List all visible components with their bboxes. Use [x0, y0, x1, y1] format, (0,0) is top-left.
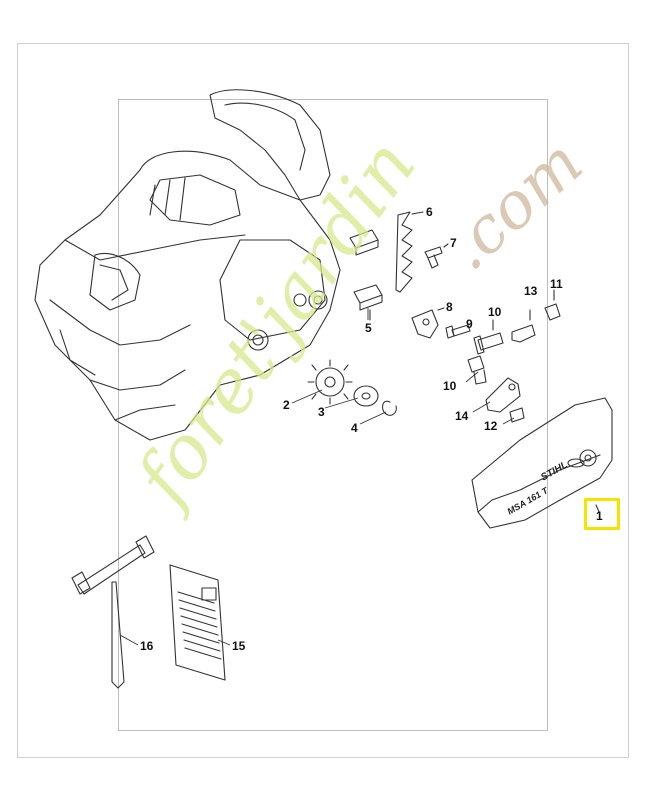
part-10a-shape	[477, 332, 504, 351]
part-5b-shape	[353, 284, 383, 304]
callout-5[interactable]: 5	[365, 321, 372, 335]
part-5a-shape	[349, 229, 379, 249]
part-11-shape	[544, 303, 561, 321]
callout-1[interactable]: 1	[596, 509, 603, 523]
callout-1-highlight	[584, 498, 620, 530]
outer-frame	[17, 43, 629, 758]
part-12-shape	[509, 407, 525, 423]
callout-14[interactable]: 14	[455, 409, 469, 423]
part-4-shape	[381, 400, 397, 416]
part-2-shape	[307, 359, 353, 405]
callout-10-lower[interactable]: 10	[443, 379, 457, 393]
part-3-shape	[353, 385, 379, 407]
chainsaw-body	[34, 89, 341, 441]
callout-12[interactable]: 12	[484, 419, 498, 433]
part-10b-shape	[467, 355, 485, 373]
part-14-shape	[485, 377, 521, 413]
callout-16[interactable]: 16	[140, 639, 154, 653]
part-16-shape	[71, 535, 155, 689]
callout-11[interactable]: 11	[550, 277, 563, 291]
callout-3[interactable]: 3	[318, 405, 325, 419]
part-15-shape	[169, 564, 226, 681]
callout-8[interactable]: 8	[446, 300, 453, 314]
callout-2[interactable]: 2	[283, 398, 290, 412]
callout-7[interactable]: 7	[450, 236, 457, 250]
part-6-shape	[395, 211, 413, 293]
callout-6[interactable]: 6	[426, 205, 433, 219]
callout-9[interactable]: 9	[466, 317, 473, 331]
part-1-shape	[471, 397, 613, 529]
inner-frame	[118, 99, 548, 731]
callout-10-upper[interactable]: 10	[488, 305, 502, 319]
part-8-shape	[411, 309, 439, 339]
part-13-shape	[511, 324, 536, 343]
callout-4[interactable]: 4	[351, 421, 358, 435]
callout-15[interactable]: 15	[232, 639, 246, 653]
part-7-shape	[424, 246, 443, 259]
callout-13[interactable]: 13	[524, 284, 538, 298]
